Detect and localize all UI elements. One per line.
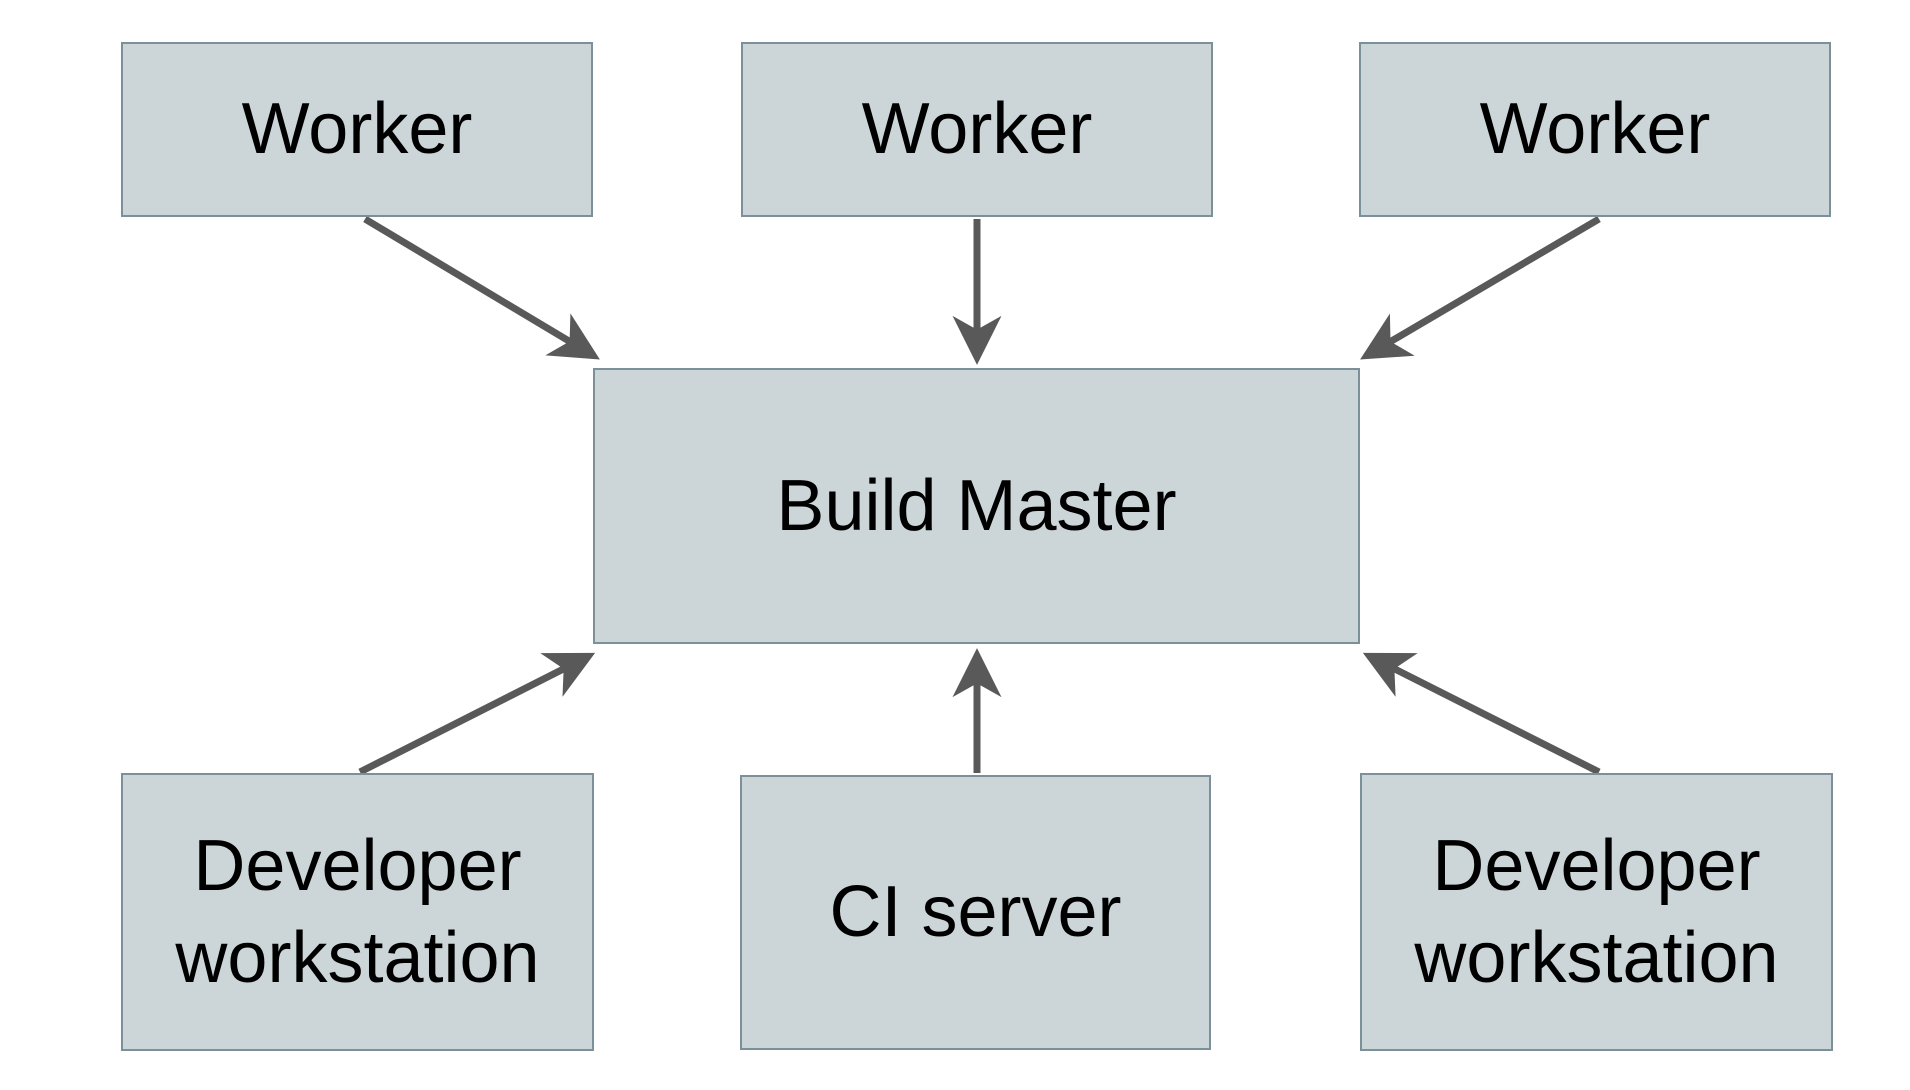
edge-dev-workstation-left-to-build-master (358, 652, 596, 776)
node-worker-3: Worker (1359, 42, 1831, 217)
node-worker-1-label: Worker (241, 89, 473, 170)
node-worker-3-label: Worker (1479, 89, 1711, 170)
node-worker-1: Worker (121, 42, 593, 217)
node-ci-server-label: CI server (829, 872, 1122, 953)
node-dev-workstation-right-label: Developer workstation (1414, 825, 1779, 998)
node-ci-server: CI server (740, 775, 1211, 1050)
node-worker-2: Worker (741, 42, 1213, 217)
node-dev-workstation-left: Developer workstation (121, 773, 594, 1051)
node-worker-2-label: Worker (861, 89, 1093, 170)
edge-dev-workstation-right-to-build-master (1362, 652, 1601, 776)
node-build-master: Build Master (593, 368, 1360, 644)
edge-worker-3-to-build-master (1360, 215, 1601, 360)
node-dev-workstation-left-label: Developer workstation (175, 825, 540, 998)
node-build-master-label: Build Master (776, 465, 1177, 546)
node-dev-workstation-right: Developer workstation (1360, 773, 1833, 1051)
edge-worker-1-to-build-master (363, 215, 600, 360)
